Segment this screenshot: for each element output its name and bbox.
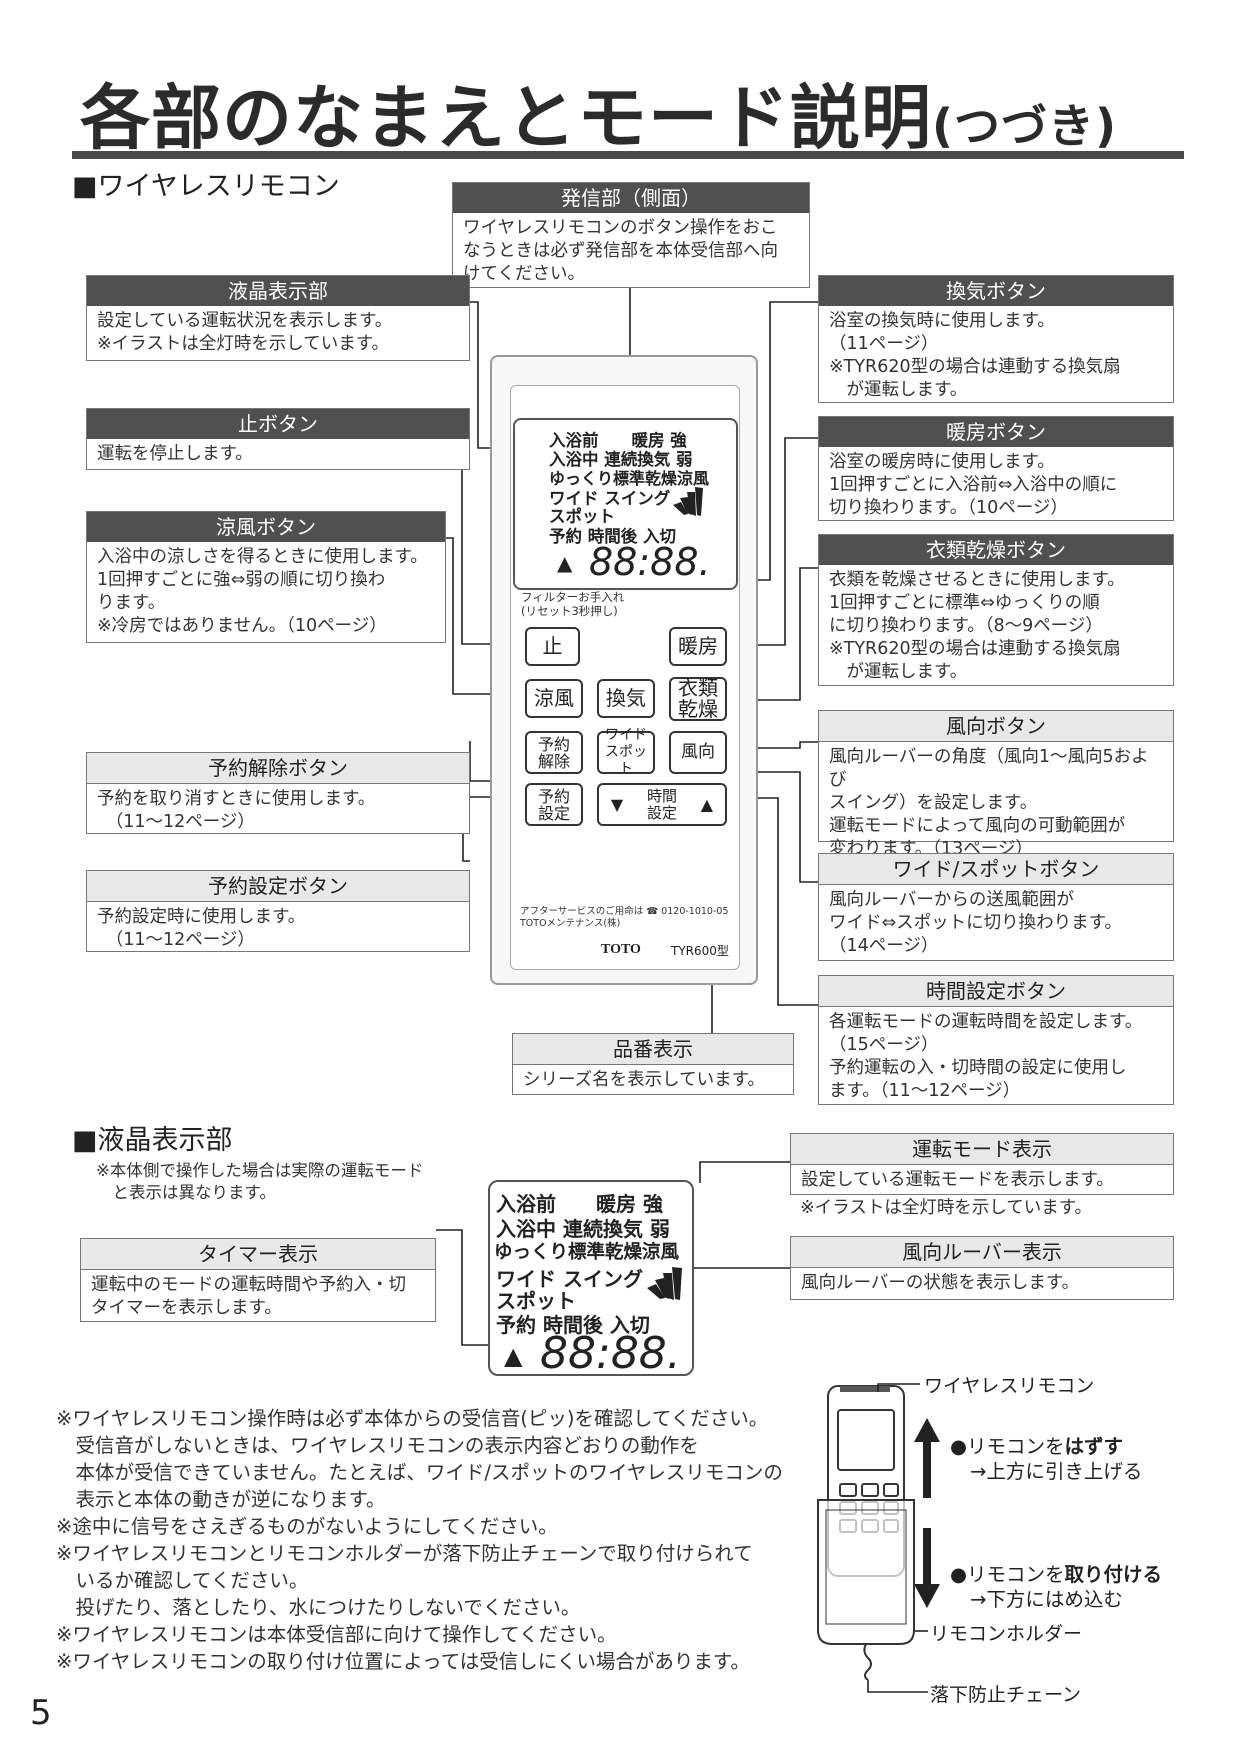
wide-spot-button[interactable]: ワイド スポット bbox=[597, 727, 655, 777]
lcd-large-row-1: 入浴前 暖房 強 bbox=[496, 1192, 663, 1216]
callout-air-direction: 風向ボタン 風向ルーバーの角度（風向1〜風向5および スイング）を設定します。 … bbox=[818, 710, 1174, 859]
model-number: TYR600型 bbox=[671, 944, 729, 958]
brand-logo: TOTO bbox=[601, 942, 641, 957]
lcd-large-illustration: 入浴前 暖房 強 入浴中 連続換気 弱 ゆっくり標準乾燥涼風 ワイド スイング … bbox=[488, 1180, 694, 1379]
remote-holder-illustration bbox=[817, 1385, 915, 1680]
remove-instruction: ●リモコンをはずす →上方に引き上げる bbox=[950, 1435, 1143, 1483]
stop-button[interactable]: 止 bbox=[525, 627, 580, 666]
reservation-cancel-button[interactable]: 予約 解除 bbox=[525, 731, 583, 774]
callout-operation-mode: 運転モード表示 設定している運転モードを表示します。 bbox=[790, 1133, 1174, 1195]
section-heading-remote: ■ワイヤレスリモコン bbox=[72, 171, 340, 202]
lcd-row-5: スポット bbox=[549, 507, 615, 526]
label-drop-prevention-chain: 落下防止チェーン bbox=[930, 1684, 1082, 1706]
callout-louver-display: 風向ルーバー表示 風向ルーバーの状態を表示します。 bbox=[790, 1236, 1174, 1300]
louver-fan-icon bbox=[673, 487, 703, 516]
remote-lcd: 入浴前 暖房 強 入浴中 連続換気 弱 ゆっくり標準乾燥涼風 ワイド スイング … bbox=[513, 418, 738, 590]
page-title-sub: (つづき) bbox=[932, 99, 1118, 153]
lcd-row-2: 入浴中 連続換気 弱 bbox=[549, 450, 693, 469]
louver-fan-large-icon bbox=[647, 1267, 682, 1300]
filter-reset-label: フィルターお手入れ (リセット3秒押し) bbox=[521, 590, 625, 618]
callout-time-set: 時間設定ボタン 各運転モードの運転時間を設定します。 （15ページ） 予約運転の… bbox=[818, 975, 1174, 1105]
usage-notes: ※ワイヤレスリモコン操作時は必ず本体からの受信音(ピッ)を確認してください。 受… bbox=[56, 1407, 783, 1673]
cool-breeze-button[interactable]: 涼風 bbox=[525, 679, 583, 718]
callout-cool-breeze: 涼風ボタン 入浴中の涼しさを得るときに使用します。 1回押すごとに強⇔弱の順に切… bbox=[86, 511, 446, 643]
lcd-row-6: 予約 時間後 入切 bbox=[549, 527, 676, 546]
page-number: 5 bbox=[30, 1693, 52, 1733]
time-set-button[interactable]: ▼ 時間 設定 ▲ bbox=[597, 783, 727, 826]
callout-reservation-set: 予約設定ボタン 予約設定時に使用します。 （11〜12ページ） bbox=[86, 870, 470, 952]
lcd-large-row-6: 予約 時間後 入切 bbox=[496, 1313, 650, 1337]
air-direction-button[interactable]: 風向 bbox=[669, 731, 727, 774]
callout-heating: 暖房ボタン 浴室の暖房時に使用します。 1回押すごとに入浴前⇔入浴中の順に 切り… bbox=[818, 416, 1174, 521]
lcd-time-digits: 88:88. bbox=[589, 540, 711, 584]
section-heading-lcd: ■液晶表示部 bbox=[72, 1125, 233, 1156]
time-down-icon: ▼ bbox=[610, 795, 624, 814]
lcd-large-up-arrow: ▲ bbox=[504, 1342, 523, 1370]
callout-wide-spot: ワイド/スポットボタン 風向ルーバーからの送風範囲が ワイド⇔スポットに切り換わ… bbox=[818, 853, 1174, 961]
lcd-row-4: ワイド スイング bbox=[549, 489, 671, 508]
label-wireless-remote: ワイヤレスリモコン bbox=[924, 1375, 1095, 1397]
lcd-up-arrow: ▲ bbox=[557, 551, 573, 575]
lcd-illustration-note: ※イラストは全灯時を示しています。 bbox=[800, 1198, 1093, 1218]
page-title: 各部のなまえとモード説明(つづき) bbox=[80, 77, 1118, 159]
up-down-arrows bbox=[914, 1418, 940, 1608]
ventilation-button[interactable]: 換気 bbox=[597, 679, 655, 718]
lcd-large-row-5: スポット bbox=[496, 1289, 576, 1313]
callout-transmitter: 発信部（側面） ワイヤレスリモコンのボタン操作をおこ なうときは必ず発信部を本体… bbox=[452, 182, 810, 288]
lcd-large-row-2: 入浴中 連続換気 弱 bbox=[496, 1217, 670, 1241]
lcd-row-1: 入浴前 暖房 強 bbox=[549, 431, 687, 450]
label-remote-holder: リモコンホルダー bbox=[930, 1623, 1083, 1645]
callout-ventilation: 換気ボタン 浴室の換気時に使用します。 （11ページ） ※TYR620型の場合は… bbox=[818, 275, 1174, 403]
callout-stop-button: 止ボタン 運転を停止します。 bbox=[86, 408, 470, 470]
time-set-label: 時間 設定 bbox=[646, 786, 677, 822]
title-rule bbox=[72, 151, 1184, 159]
callout-lcd: 液晶表示部 設定している運転状況を表示します。 ※イラストは全灯時を示しています… bbox=[86, 275, 470, 361]
attach-instruction: ●リモコンを取り付ける →下方にはめ込む bbox=[950, 1563, 1163, 1611]
lcd-large-row-4: ワイド スイング bbox=[496, 1267, 643, 1291]
callout-reservation-cancel: 予約解除ボタン 予約を取り消すときに使用します。 （11〜12ページ） bbox=[86, 752, 470, 834]
lcd-large-row-3: ゆっくり標準乾燥涼風 bbox=[494, 1242, 680, 1263]
callout-model-display: 品番表示 シリーズ名を表示しています。 bbox=[512, 1033, 794, 1095]
callout-clothes-drying: 衣類乾燥ボタン 衣類を乾燥させるときに使用します。 1回押すごとに標準⇔ゆっくり… bbox=[818, 534, 1174, 686]
lcd-note: ※本体側で操作した場合は実際の運転モード と表示は異なります。 bbox=[96, 1161, 424, 1202]
lcd-large-time-digits: 88:88. bbox=[540, 1328, 681, 1379]
heating-button[interactable]: 暖房 bbox=[669, 627, 727, 666]
clothes-drying-button[interactable]: 衣類 乾燥 bbox=[669, 677, 727, 721]
lcd-row-3: ゆっくり標準乾燥涼風 bbox=[549, 469, 710, 488]
reservation-set-button[interactable]: 予約 設定 bbox=[525, 783, 583, 826]
time-up-icon: ▲ bbox=[700, 795, 714, 814]
callout-timer-display: タイマー表示 運転中のモードの運転時間や予約入・切 タイマーを表示します。 bbox=[80, 1238, 436, 1322]
service-contact: アフターサービスのご用命は ☎ 0120-1010-05 TOTOメンテナンス(… bbox=[520, 906, 729, 929]
